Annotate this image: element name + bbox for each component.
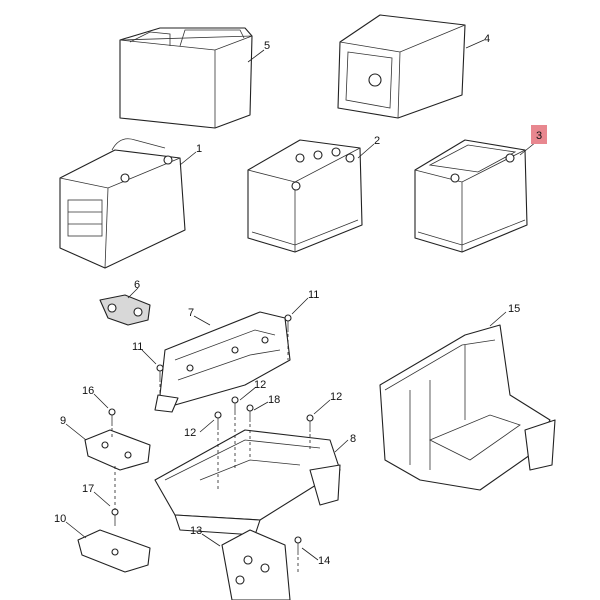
callout-labels: 5 4 1 2 3 6 7 11 11 15 16 9 12 12 18 12 … [54,33,542,567]
part-6-clamp[interactable] [99,294,151,326]
callout-3[interactable]: 3 [536,130,542,142]
callout-16[interactable]: 16 [82,385,94,397]
bolt-16-icon [108,408,116,426]
part-7-mounting-bracket[interactable] [154,311,291,413]
bolt-12-a-icon [214,411,222,430]
part-3-battery[interactable] [414,139,528,253]
callout-12-b[interactable]: 12 [254,379,266,391]
callout-13[interactable]: 13 [190,525,202,537]
bolt-12-b-icon [231,396,239,415]
callout-18[interactable]: 18 [268,394,280,406]
bolt-12-c-icon [306,414,314,432]
callout-9[interactable]: 9 [60,415,66,427]
leader-lines [65,39,537,561]
callout-10[interactable]: 10 [54,513,66,525]
callout-2[interactable]: 2 [374,135,380,147]
callout-4[interactable]: 4 [484,33,490,45]
callout-8[interactable]: 8 [350,433,356,445]
callout-1[interactable]: 1 [196,143,202,155]
part-10-clamp-plate[interactable] [77,529,151,573]
callout-12-c[interactable]: 12 [330,391,342,403]
callout-15[interactable]: 15 [508,303,520,315]
bolt-11-top-icon [284,314,292,332]
part-1-large-battery[interactable] [59,138,186,269]
callout-11-top[interactable]: 11 [308,289,319,301]
part-15-battery-carrier[interactable] [379,324,556,491]
callout-5[interactable]: 5 [264,40,270,52]
bolt-18-icon [246,404,254,422]
part-13-bracket[interactable] [221,529,291,600]
bolt-11-left-icon [156,364,164,382]
part-4-battery-cover[interactable] [337,14,466,119]
bolt-17-icon [111,508,119,526]
part-9-small-bracket[interactable] [84,429,151,471]
callout-6[interactable]: 6 [134,279,140,291]
bolt-icons [108,314,314,555]
callout-12-a[interactable]: 12 [184,427,196,439]
bolt-14-icon [294,536,302,555]
callout-17[interactable]: 17 [82,483,94,495]
part-2-medium-battery[interactable] [247,139,363,253]
part-8-battery-tray[interactable] [154,429,341,536]
alignment-lines [111,334,311,575]
callout-7[interactable]: 7 [188,307,194,319]
callout-11-left[interactable]: 11 [132,341,143,353]
part-5-battery-box[interactable] [119,27,253,129]
callout-3-highlight [531,125,547,144]
callout-14[interactable]: 14 [318,555,330,567]
